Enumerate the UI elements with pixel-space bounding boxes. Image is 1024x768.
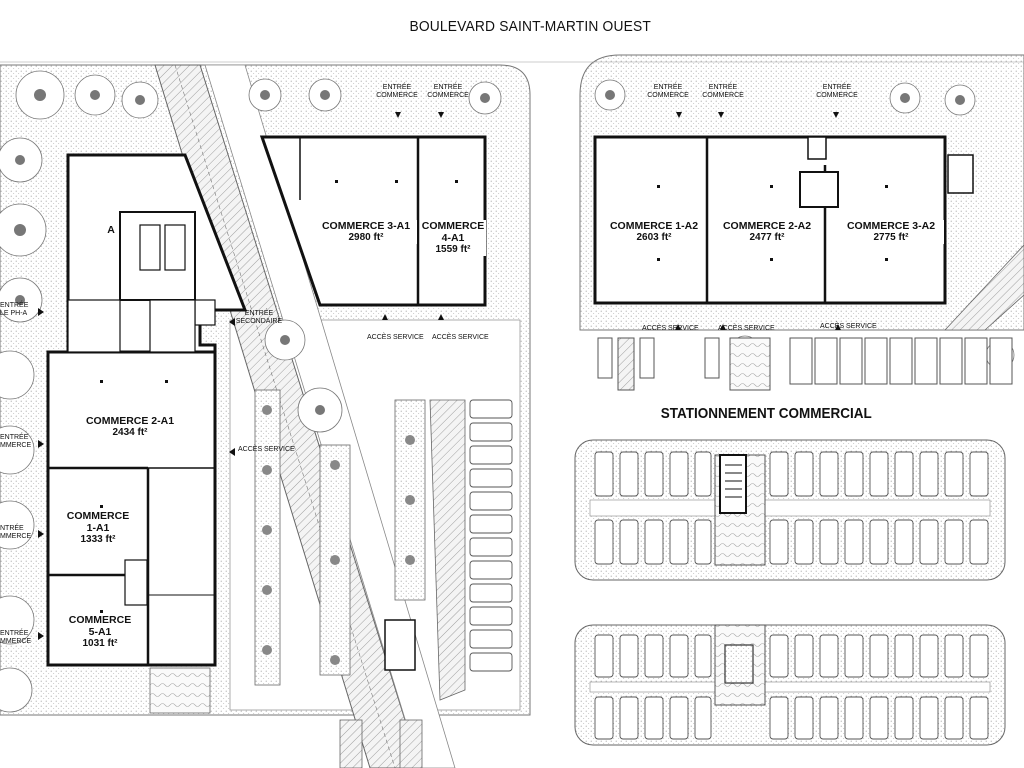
unit-number: 5-A1 [88,626,112,639]
plaza-planters [254,389,466,701]
entry-arrows [38,112,841,640]
unit-commerce-2-a2: COMMERCE 2-A2 2477 ft² [716,220,818,244]
unit-area: 2434 ft² [112,427,148,439]
label-acces-service: ACCÈS SERVICE [820,323,877,330]
parking-top-row [597,337,1013,391]
unit-area: 2775 ft² [873,232,909,244]
unit-area: 2603 ft² [636,232,672,244]
label-acces-service: ACCÈS SERVICE [642,325,699,332]
unit-area: 2477 ft² [749,232,785,244]
parking-stalls-block-2 [594,634,989,740]
parking-column-left-block [469,399,513,672]
label-acces-service: ACCÈS SERVICE [718,325,775,332]
unit-number: 1-A1 [86,522,110,535]
label-acces-service: ACCÈS SERVICE [367,334,424,341]
unit-commerce-1-a1: COMMERCE 1-A1 1333 ft² [58,510,138,546]
label-acces-service: ACCÈS SERVICE [238,446,295,453]
east-walkway [944,244,1024,331]
unit-commerce-1-a2: COMMERCE 1-A2 2603 ft² [604,220,704,244]
unit-name: COMMERCE 3-A1 [321,220,411,232]
building-a1 [46,153,248,667]
parking-block-2 [574,624,1006,746]
unit-area: 1333 ft² [80,534,116,546]
unit-commerce-3-a2: COMMERCE 3-A2 2775 ft² [838,220,944,244]
unit-name: COMMERCE 1-A2 [609,220,699,232]
unit-name: COMMERCE [66,510,130,522]
unit-area: 2980 ft² [348,232,384,244]
unit-commerce-2-a1: COMMERCE 2-A1 2434 ft² [74,415,186,439]
unit-a1-partial-label: A [107,224,115,236]
unit-commerce-3-a1: COMMERCE 3-A1 2980 ft² [315,220,417,244]
label-acces-service: ACCÈS SERVICE [432,334,489,341]
bottom-walkways [149,667,423,768]
unit-number: 4-A1 [441,232,465,245]
unit-name: COMMERCE 2-A1 [85,415,175,427]
unit-name: COMMERCE 3-A2 [846,220,936,232]
unit-commerce-5-a1: COMMERCE 5-A1 1031 ft² [60,614,140,650]
street-name: BOULEVARD SAINT-MARTIN OUEST [409,18,652,35]
unit-name: COMMERCE [68,614,132,626]
parking-title: STATIONNEMENT COMMERCIAL [660,405,872,422]
unit-name: COMMERCE 2-A2 [722,220,812,232]
parking-stalls-block-1 [594,451,989,565]
unit-commerce-4-a1: COMMERCE 4-A1 1559 ft² [420,220,486,256]
unit-name: COMMERCE [421,220,485,232]
unit-area: 1031 ft² [82,638,118,650]
plaza-planter-cores [262,405,415,665]
parking-block-1 [574,439,1006,581]
unit-area: 1559 ft² [435,244,471,256]
